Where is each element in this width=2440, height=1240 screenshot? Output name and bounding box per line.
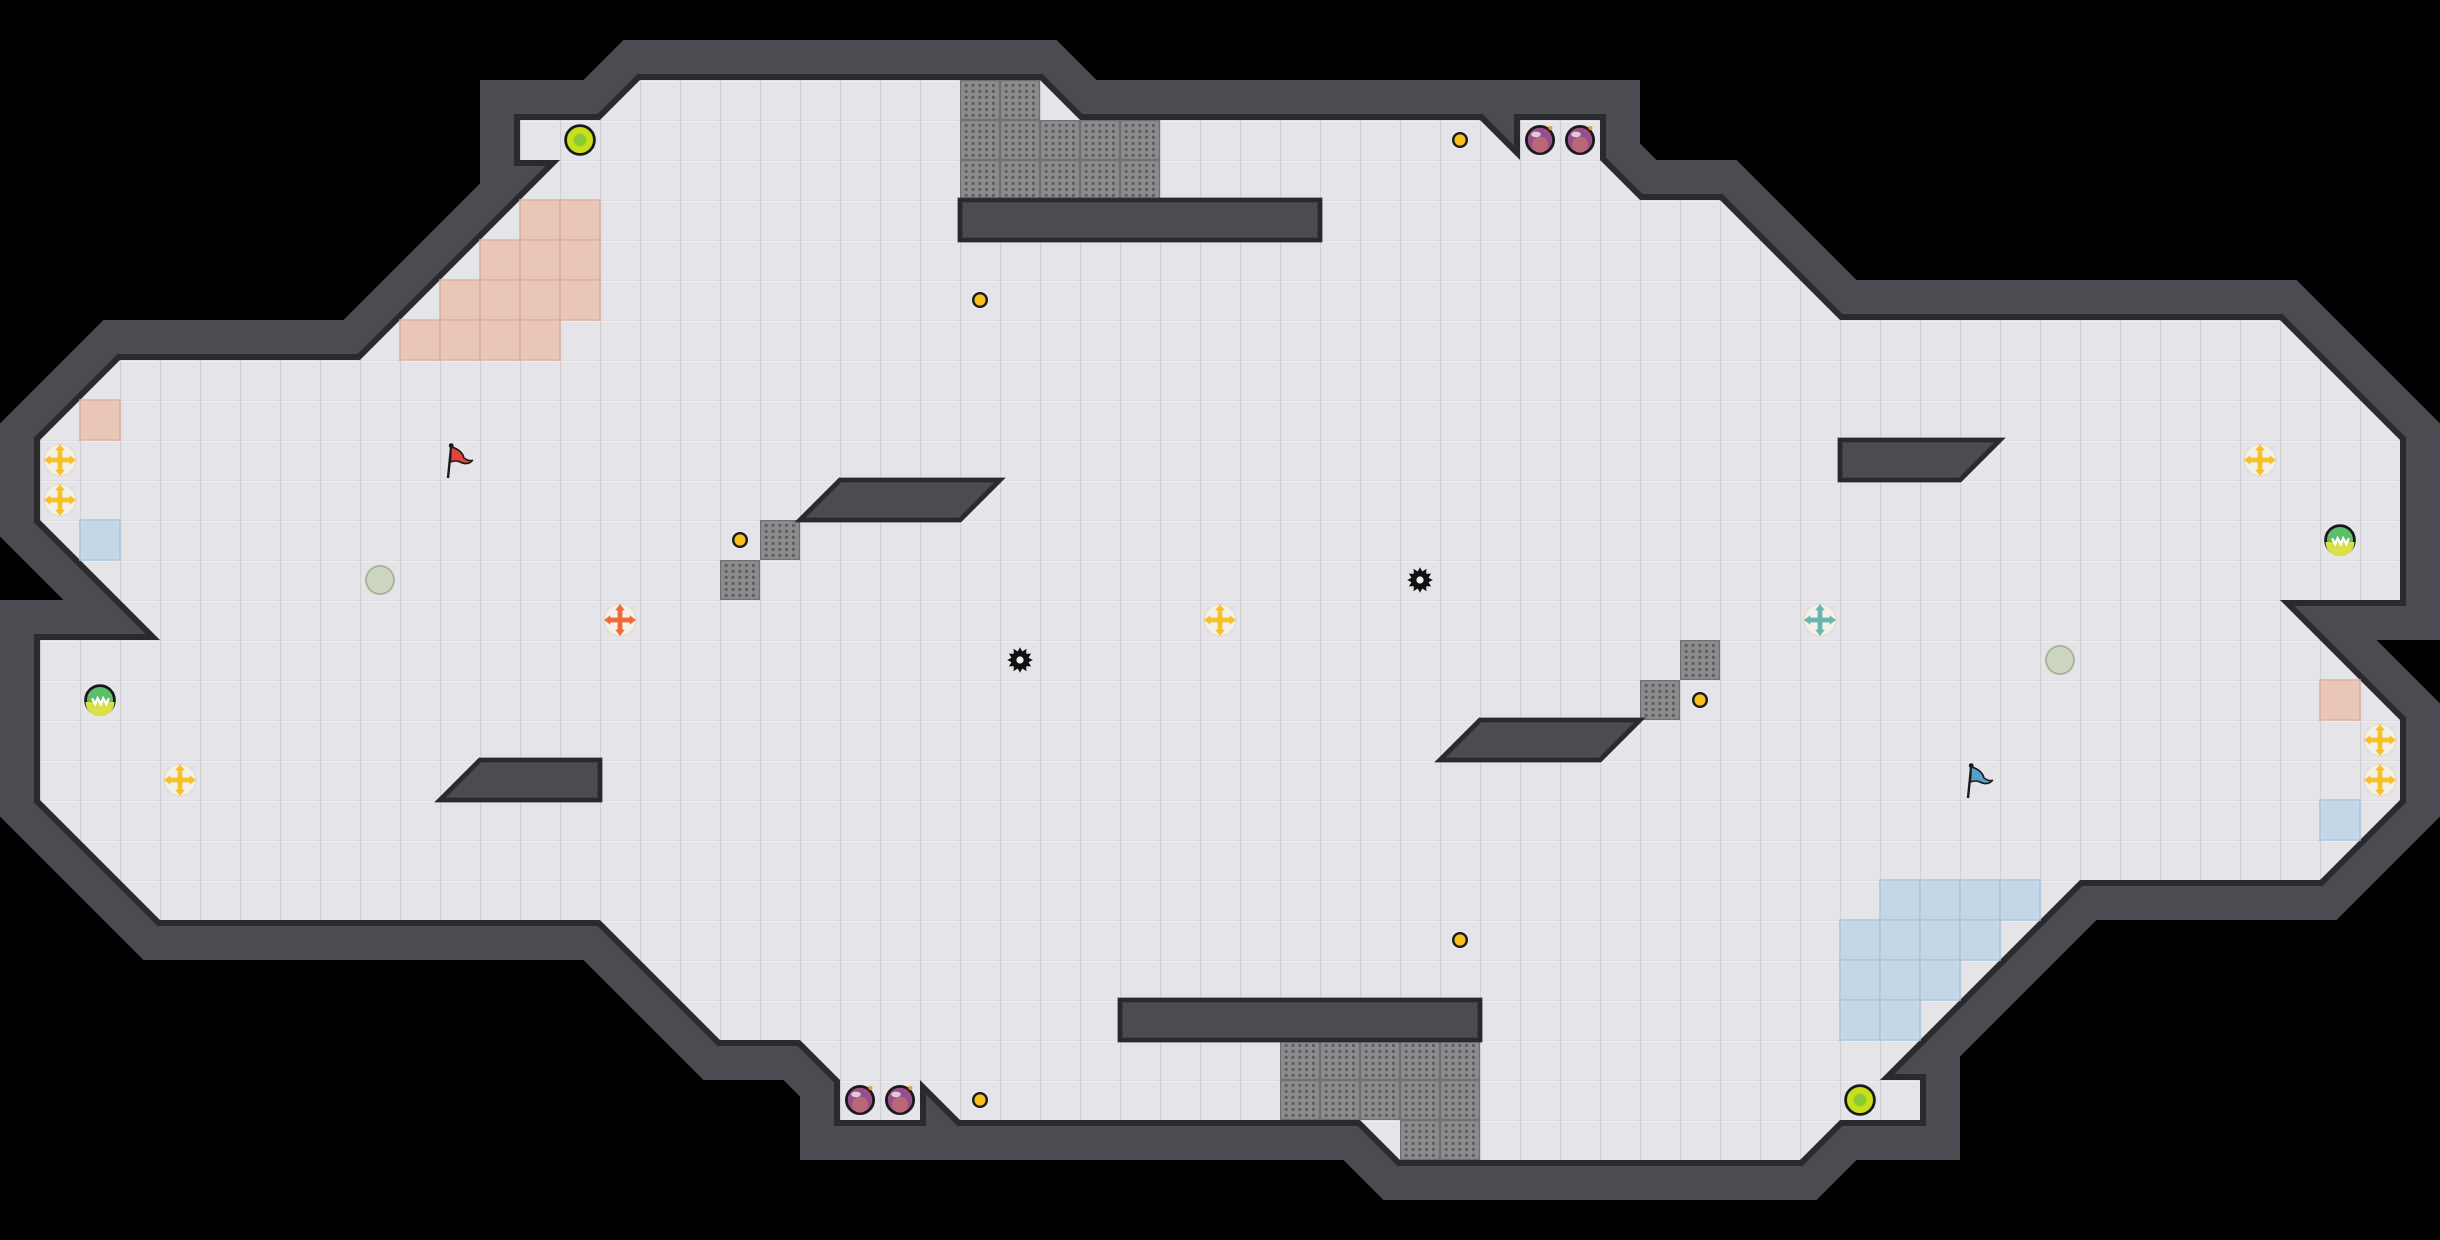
bomb-icon [1524, 124, 1556, 156]
portal-icon [1844, 1084, 1876, 1116]
red-zone-tile [479, 319, 521, 361]
marker-icon [365, 565, 395, 595]
blue-zone-tile [1959, 879, 2001, 921]
blue-zone-tile [2319, 799, 2361, 841]
bomb-icon [1564, 124, 1596, 156]
blue-zone-tile [1879, 999, 1921, 1041]
bomb-icon [884, 1084, 916, 1116]
spike-icon [1407, 567, 1433, 593]
grate-tile [760, 520, 800, 560]
team-zones [79, 199, 2361, 1041]
boost-icon [2363, 763, 2397, 797]
barrier-wall [1837, 437, 2006, 483]
red-zone-tile [399, 319, 441, 361]
red-zone-tile [559, 279, 601, 321]
powerup-icon [2324, 524, 2356, 557]
spike-icon [1007, 647, 1033, 673]
portal-icon [564, 124, 596, 156]
marker-icon [2045, 645, 2075, 675]
blue-boost-icon [1803, 603, 1837, 637]
barrier-wall [794, 477, 1006, 523]
boost-icon [43, 443, 77, 477]
grate-tile [960, 80, 1000, 120]
red-zone-tile [2319, 679, 2361, 721]
blue-zone-tile [1839, 959, 1881, 1001]
token-icon [1451, 131, 1469, 149]
blue-zone-tile [1879, 959, 1921, 1001]
blue-zone-tile [1879, 919, 1921, 961]
blue-zone-tile [1879, 879, 1921, 921]
grate-tile [1120, 160, 1160, 200]
map-entities [43, 124, 2397, 1116]
grate-tile [1400, 1120, 1440, 1160]
token-icon [971, 291, 989, 309]
red-flag-icon [446, 443, 474, 479]
powerup-icon [84, 684, 116, 717]
barrier-wall [1117, 997, 1483, 1043]
grate-tile [1000, 160, 1040, 200]
red-zone-tile [519, 319, 561, 361]
grate-tile [1440, 1080, 1480, 1120]
blue-zone-tile [1919, 919, 1961, 961]
red-zone-tile [559, 239, 601, 281]
grate-tile [1280, 1040, 1320, 1080]
grate-tile [1040, 160, 1080, 200]
grate-tile [1080, 120, 1120, 160]
red-zone-tile [439, 279, 481, 321]
boost-icon [43, 483, 77, 517]
boost-icon [1203, 603, 1237, 637]
grate-tile [1360, 1040, 1400, 1080]
red-zone-tile [519, 279, 561, 321]
red-zone-tile [559, 199, 601, 241]
blue-zone-tile [1839, 999, 1881, 1041]
grate-tile [1440, 1120, 1480, 1160]
grate-tile [960, 160, 1000, 200]
grate-tile [1080, 160, 1120, 200]
boost-icon [2363, 723, 2397, 757]
barrier-wall [1434, 717, 1646, 763]
blue-flag-icon [1966, 763, 1994, 799]
boost-icon [163, 763, 197, 797]
bomb-icon [844, 1084, 876, 1116]
grate-tiles [720, 80, 1720, 1160]
blue-zone-tile [1959, 919, 2001, 961]
barrier-wall [957, 197, 1323, 243]
token-icon [1691, 691, 1709, 709]
blue-zone-tile [1919, 959, 1961, 1001]
red-zone-tile [519, 239, 561, 281]
token-icon [971, 1091, 989, 1109]
red-zone-tile [79, 399, 121, 441]
token-icon [731, 531, 749, 549]
grate-tile [1360, 1080, 1400, 1120]
blue-zone-tile [79, 519, 121, 561]
grate-tile [1680, 640, 1720, 680]
red-zone-tile [439, 319, 481, 361]
boost-icon [2243, 443, 2277, 477]
grate-tile [1000, 120, 1040, 160]
grate-tile [1640, 680, 1680, 720]
grate-tile [1400, 1080, 1440, 1120]
token-icon [1451, 931, 1469, 949]
barrier-walls [434, 197, 2006, 1043]
red-boost-icon [603, 603, 637, 637]
grate-tile [1400, 1040, 1440, 1080]
grate-tile [960, 120, 1000, 160]
barrier-wall [434, 757, 603, 803]
red-zone-tile [479, 239, 521, 281]
blue-zone-tile [1999, 879, 2041, 921]
grate-tile [1120, 120, 1160, 160]
blue-zone-tile [1919, 879, 1961, 921]
grate-tile [1320, 1040, 1360, 1080]
grate-tile [1440, 1040, 1480, 1080]
red-zone-tile [519, 199, 561, 241]
blue-zone-tile [1839, 919, 1881, 961]
red-zone-tile [479, 279, 521, 321]
grate-tile [1000, 80, 1040, 120]
grate-tile [1280, 1080, 1320, 1120]
grate-tile [1040, 120, 1080, 160]
grate-tile [720, 560, 760, 600]
grate-tile [1320, 1080, 1360, 1120]
